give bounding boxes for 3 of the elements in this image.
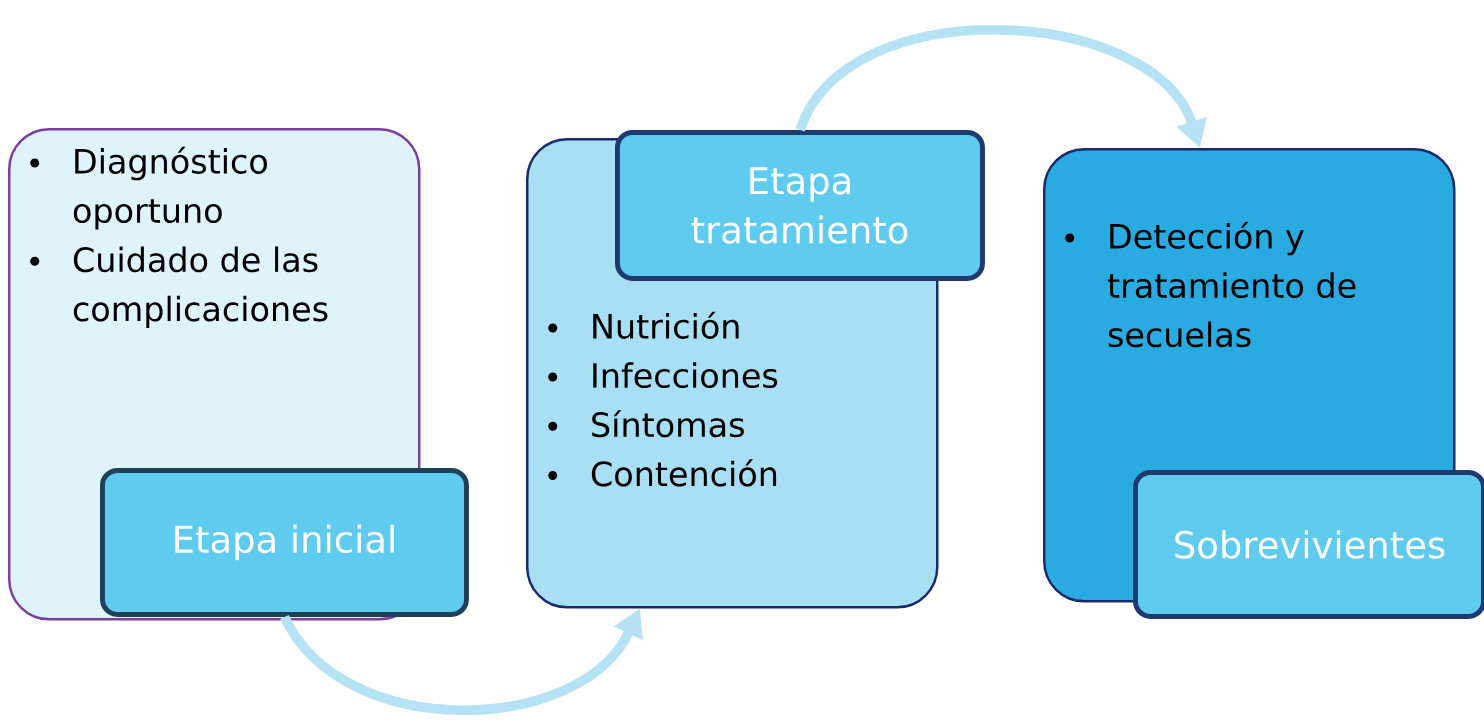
stage-label-box: Etapa tratamiento: [615, 130, 985, 281]
stage-label-box: Sobrevivientes: [1133, 470, 1484, 619]
stage-label-box: Etapa inicial: [100, 468, 469, 617]
